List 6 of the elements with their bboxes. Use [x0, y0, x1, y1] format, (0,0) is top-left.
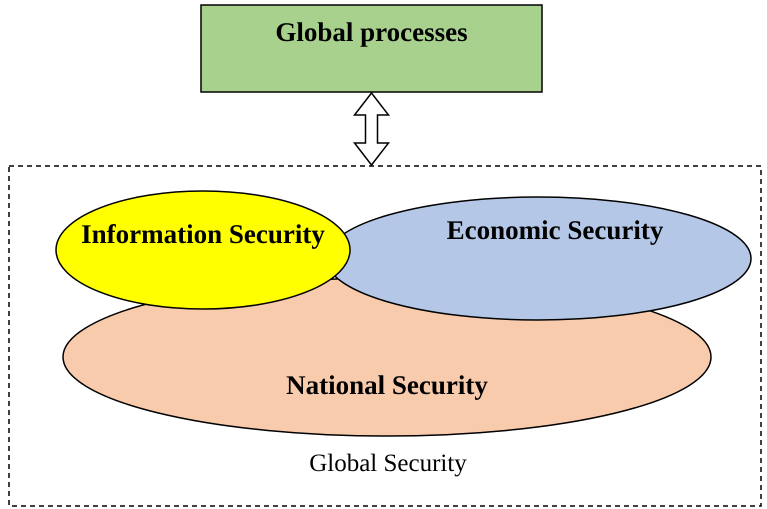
region-label: National Security — [285, 369, 489, 402]
region-label: Economic Security — [446, 214, 664, 247]
box-label: Global processes — [274, 16, 469, 49]
region-label: Global Security — [308, 449, 468, 479]
region-label: Information Security — [80, 218, 326, 251]
double-arrow — [352, 92, 390, 166]
